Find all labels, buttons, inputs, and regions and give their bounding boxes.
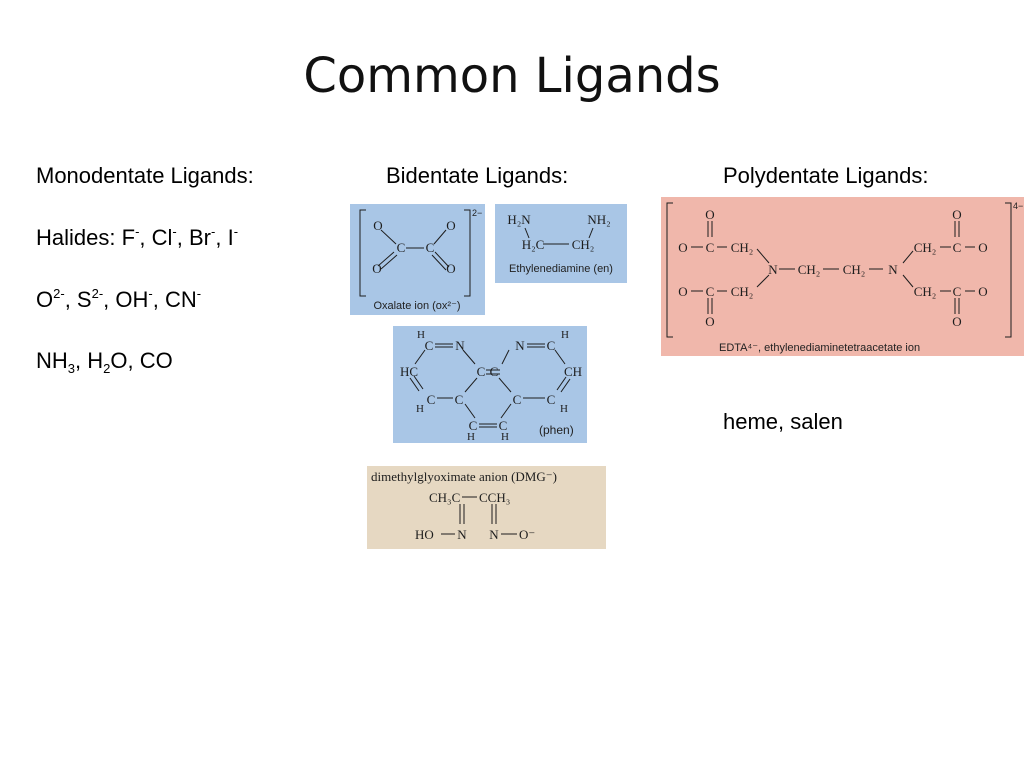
- ethylenediamine-structure: H₂N NH₂ H₂C CH₂ Ethylenediamine (en): [495, 204, 627, 283]
- phen-c2: C: [477, 364, 486, 379]
- edta-charge: 4−: [1013, 201, 1023, 211]
- edta-c4: C: [953, 284, 962, 299]
- edta-ch2-1: CH₂: [731, 240, 754, 255]
- edta-n2: N: [888, 262, 898, 277]
- oxalate-caption: Oxalate ion (ox²⁻): [373, 300, 460, 312]
- edta-structure: O O C CH₂ N CH₂ CH₂ N CH₂ C O O O C CH₂ …: [661, 197, 1024, 356]
- phen-h6: H: [501, 431, 509, 443]
- phen-h5: H: [560, 403, 568, 415]
- en-caption: Ethylenediamine (en): [509, 263, 613, 275]
- edta-o3: O: [978, 240, 987, 255]
- halides-line: Halides: F-, Cl-, Br-, I-: [36, 224, 239, 250]
- phen-n1: N: [455, 338, 465, 353]
- phen-c8: C: [513, 392, 522, 407]
- en-left-c: H₂C: [522, 237, 545, 252]
- edta-c2: C: [953, 240, 962, 255]
- edta-caption: EDTA⁴⁻, ethylenediaminetetraacetate ion: [719, 342, 920, 354]
- oxalate-o2: O: [372, 261, 381, 276]
- phen-n2: N: [515, 338, 525, 353]
- oxalate-charge: 2−: [472, 208, 482, 218]
- dmg-caption: dimethylglyoximate anion (DMG⁻): [371, 469, 557, 484]
- edta-o8: O: [952, 314, 961, 329]
- dmg-structure: dimethylglyoximate anion (DMG⁻) CH₃C CCH…: [367, 466, 606, 549]
- oxalate-o3: O: [446, 218, 455, 233]
- en-left-n: H₂N: [507, 212, 531, 227]
- edta-o4: O: [952, 207, 961, 222]
- dmg-o-minus: O⁻: [519, 527, 535, 542]
- phen-c4: C: [455, 392, 464, 407]
- halides-label: Halides:: [36, 225, 116, 250]
- phen-c7: C: [490, 364, 499, 379]
- en-right-n: NH₂: [587, 212, 610, 227]
- oxalate-structure: O O C C O O 2− Oxalate ion (ox²⁻): [350, 204, 485, 315]
- phen-h2: H: [416, 403, 424, 415]
- phen-h3: H: [467, 431, 475, 443]
- phen-c3: C: [427, 392, 436, 407]
- oxalate-o1: O: [373, 218, 382, 233]
- other-polydentate: heme, salen: [723, 409, 843, 434]
- edta-o7: O: [978, 284, 987, 299]
- phen-h1: H: [417, 329, 425, 341]
- phen-caption: (phen): [539, 423, 574, 437]
- dmg-row1-left: CH₃C: [429, 490, 460, 505]
- phen-c5: C: [469, 418, 478, 433]
- dmg-row1-right: CCH₃: [479, 490, 510, 505]
- edta-ch2-2: CH₂: [798, 262, 821, 277]
- edta-o1: O: [705, 207, 714, 222]
- neutral-ligands-line: NH3, H2O, CO: [36, 348, 173, 376]
- edta-ch2-4: CH₂: [914, 240, 937, 255]
- edta-o2: O: [678, 240, 687, 255]
- slide-title: Common Ligands: [303, 48, 721, 104]
- edta-c3: C: [706, 284, 715, 299]
- edta-o6: O: [705, 314, 714, 329]
- phenanthroline-structure: H C N HC C C C H C H N C H C CH C C H C …: [393, 326, 587, 443]
- dmg-n2: N: [489, 527, 499, 542]
- oxalate-o4: O: [446, 261, 455, 276]
- monodentate-heading: Monodentate Ligands:: [36, 163, 254, 188]
- dmg-ho: HO: [415, 527, 434, 542]
- phen-hc: HC: [400, 364, 418, 379]
- oxalate-c1: C: [397, 240, 406, 255]
- edta-ch2-6: CH₂: [914, 284, 937, 299]
- edta-c1: C: [706, 240, 715, 255]
- edta-n1: N: [768, 262, 778, 277]
- polydentate-heading: Polydentate Ligands:: [723, 163, 929, 188]
- en-right-c: CH₂: [572, 237, 595, 252]
- oxalate-c2: C: [426, 240, 435, 255]
- edta-ch2-3: CH₂: [843, 262, 866, 277]
- bidentate-heading: Bidentate Ligands:: [386, 163, 569, 188]
- edta-ch2-5: CH₂: [731, 284, 754, 299]
- dmg-n1: N: [457, 527, 467, 542]
- phen-c9: C: [547, 392, 556, 407]
- phen-c6: C: [547, 338, 556, 353]
- anions-line: O2-, S2-, OH-, CN-: [36, 286, 202, 312]
- phen-ch: CH: [564, 364, 582, 379]
- phen-c1: C: [425, 338, 434, 353]
- phen-h4: H: [561, 329, 569, 341]
- phen-c10: C: [499, 418, 508, 433]
- edta-o5: O: [678, 284, 687, 299]
